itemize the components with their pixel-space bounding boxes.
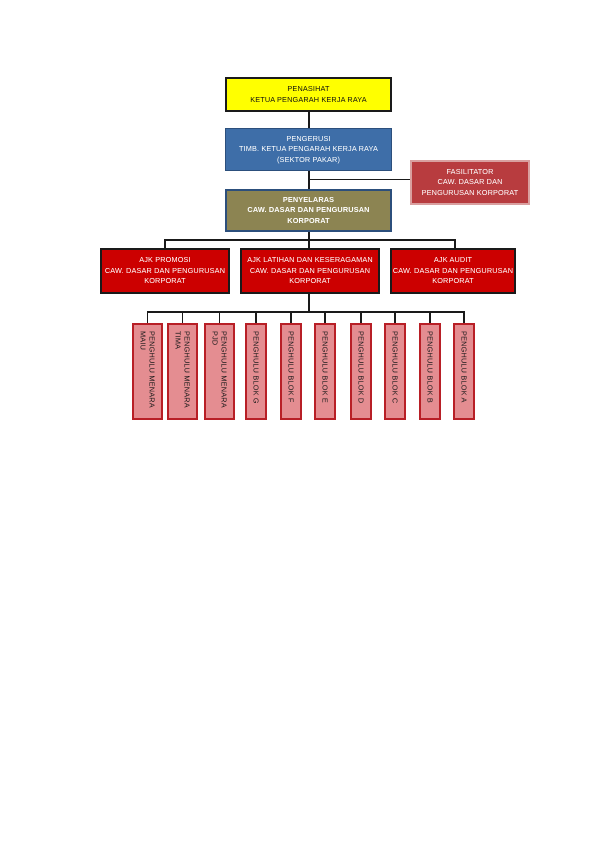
ajk-audit-box: AJK AUDIT CAW. DASAR DAN PENGURUSAN KORP… [390, 248, 516, 294]
penghulu-label: PENGHULU MENARA [182, 331, 192, 408]
penghulu-box: PENGHULU BLOK E [314, 323, 336, 420]
connector-ajk-promosi [164, 239, 166, 248]
penghulu-box: PENGHULU BLOK G [245, 323, 267, 420]
connector-penyelaras-down [308, 232, 310, 240]
fasilitator-dept-line2: PENGURUSAN KORPORAT [421, 187, 519, 197]
penghulu-box: PENGHULU BLOK D [350, 323, 372, 420]
penghulu-label-line2: PJD [210, 331, 220, 346]
connector-penghulu-drop [255, 311, 257, 323]
penyelaras-dept-line2: KORPORAT [287, 215, 330, 225]
connector-penghulu-bus [148, 311, 463, 313]
penyelaras-dept-line1: CAW. DASAR DAN PENGURUSAN [247, 205, 370, 215]
connector-ajk-audit [454, 239, 456, 248]
connector-penghulu-drop [146, 311, 149, 323]
ajk-dept-line2: KORPORAT [289, 276, 331, 286]
connector-penghulu-drop [360, 311, 362, 323]
connector-fasilitator [309, 179, 410, 181]
penyelaras-title: PENYELARAS [282, 194, 335, 204]
ajk-title: AJK AUDIT [433, 255, 473, 265]
penghulu-box: PENGHULU BLOK B [419, 323, 441, 420]
connector-penghulu-drop [429, 311, 431, 323]
connector-ajk-latihan-down [308, 294, 310, 312]
penghulu-label: PENGHULU BLOK E [320, 331, 330, 403]
fasilitator-dept-line1: CAW. DASAR DAN [437, 177, 503, 187]
pengerusi-sector: (SEKTOR PAKAR) [276, 154, 341, 164]
fasilitator-title: FASILITATOR [446, 166, 494, 176]
penghulu-label: PENGHULU BLOK G [251, 331, 261, 404]
penghulu-label: PENGHULU MENARA [219, 331, 229, 408]
connector-pengerusi-penyelaras [308, 171, 310, 189]
penyelaras-box: PENYELARAS CAW. DASAR DAN PENGURUSAN KOR… [225, 189, 392, 232]
connector-penghulu-drop [181, 311, 184, 323]
ajk-dept-line1: CAW. DASAR DAN PENGURUSAN [249, 265, 371, 275]
ajk-dept-line2: KORPORAT [144, 276, 186, 286]
penghulu-label: PENGHULU BLOK A [459, 331, 469, 403]
penghulu-label: PENGHULU BLOK C [390, 331, 400, 404]
connector-penghulu-drop [463, 311, 465, 323]
connector-penghulu-drop [324, 311, 326, 323]
penasihat-box: PENASIHAT KETUA PENGARAH KERJA RAYA [225, 77, 392, 112]
connector-penghulu-drop [290, 311, 292, 323]
penghulu-label-line2: MAIU [138, 331, 148, 351]
ajk-dept-line2: KORPORAT [432, 276, 474, 286]
connector-penghulu-drop [218, 311, 221, 323]
pengerusi-role: TIMB. KETUA PENGARAH KERJA RAYA [239, 144, 378, 154]
ajk-dept-line1: CAW. DASAR DAN PENGURUSAN [392, 265, 514, 275]
connector-penghulu-drop [394, 311, 396, 323]
ajk-dept-line1: CAW. DASAR DAN PENGURUSAN [104, 265, 226, 275]
penghulu-box: PENGHULU BLOK F [280, 323, 302, 420]
penghulu-label: PENGHULU MENARA [147, 331, 157, 408]
penasihat-title: PENASIHAT [287, 84, 330, 93]
pengerusi-box: PENGERUSI TIMB. KETUA PENGARAH KERJA RAY… [225, 128, 392, 171]
penghulu-box: PENGHULU BLOK A [453, 323, 475, 420]
ajk-latihan-box: AJK LATIHAN DAN KESERAGAMAN CAW. DASAR D… [240, 248, 380, 294]
fasilitator-box: FASILITATOR CAW. DASAR DAN PENGURUSAN KO… [410, 160, 530, 205]
penghulu-label: PENGHULU BLOK B [425, 331, 435, 403]
connector-ajk-latihan [308, 239, 310, 248]
connector-ajk-bus [164, 239, 455, 241]
penghulu-label: PENGHULU BLOK F [286, 331, 296, 403]
penghulu-label-line2: TIMA [173, 331, 183, 350]
ajk-title: AJK LATIHAN DAN KESERAGAMAN [247, 255, 373, 265]
penasihat-role: KETUA PENGARAH KERJA RAYA [250, 94, 367, 104]
penghulu-label: PENGHULU BLOK D [356, 331, 366, 404]
penghulu-box: PENGHULU BLOK C [384, 323, 406, 420]
pengerusi-title: PENGERUSI [286, 133, 331, 143]
ajk-title: AJK PROMOSI [139, 255, 191, 265]
connector-penasihat-pengerusi [308, 112, 310, 128]
ajk-promosi-box: AJK PROMOSI CAW. DASAR DAN PENGURUSAN KO… [100, 248, 230, 294]
